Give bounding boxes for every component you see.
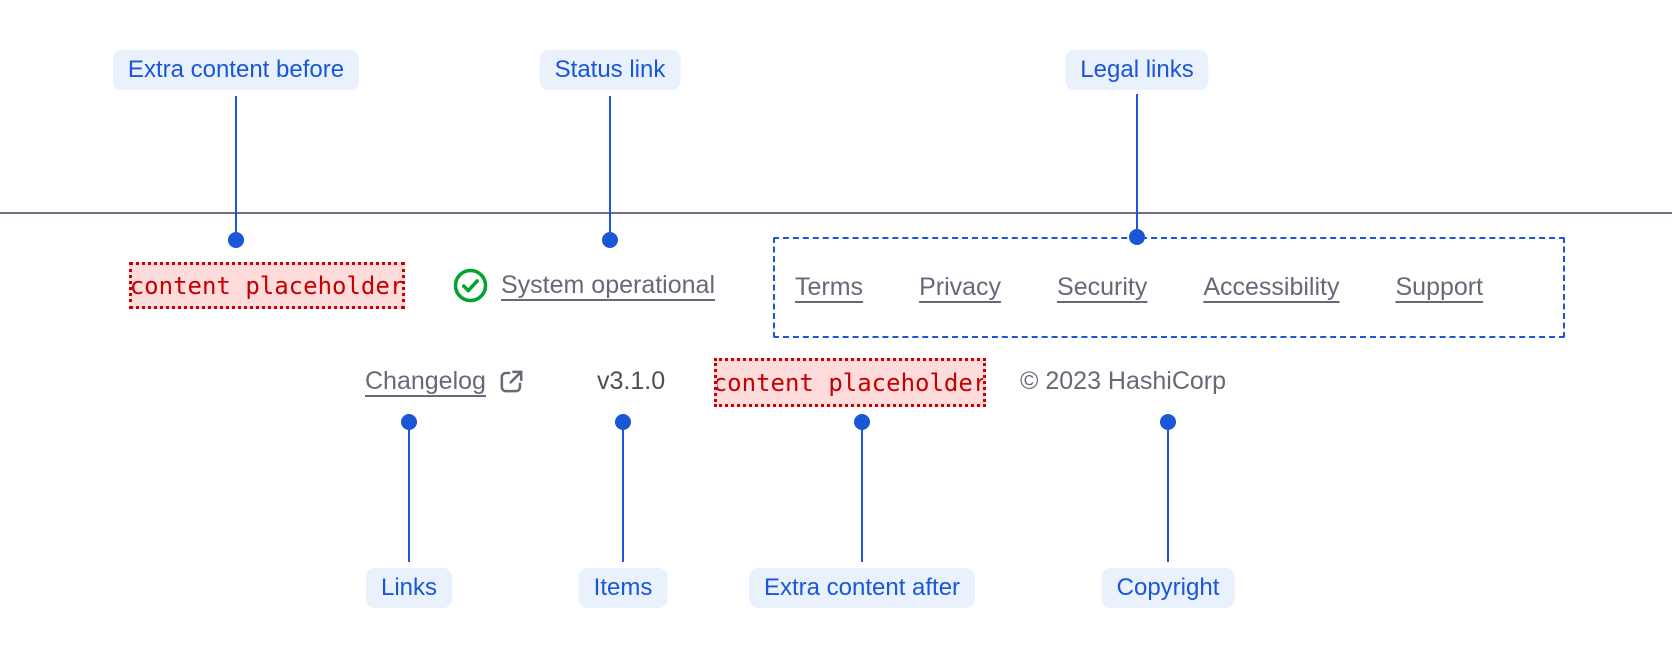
footer-version: v3.1.0 <box>597 367 666 395</box>
callout-line <box>1136 94 1138 229</box>
callout-dot <box>1129 229 1145 245</box>
status-link[interactable]: System operational <box>453 262 715 309</box>
callout-dot <box>228 232 244 248</box>
extra-content-before-placeholder: content placeholder <box>129 262 405 309</box>
legal-link-privacy[interactable]: Privacy <box>919 273 1002 301</box>
legal-link-security[interactable]: Security <box>1057 273 1148 301</box>
legal-link-support[interactable]: Support <box>1395 273 1484 301</box>
callout-label-legal-links: Legal links <box>1065 50 1209 90</box>
legal-links-container: Terms Privacy Security Accessibility Sup… <box>773 237 1565 338</box>
legal-link-terms[interactable]: Terms <box>795 273 864 301</box>
footer-top-divider <box>0 212 1672 214</box>
callout-line <box>1167 422 1169 562</box>
callout-line <box>609 96 611 232</box>
callout-label-links: Links <box>365 568 453 608</box>
callout-dot <box>602 232 618 248</box>
callout-label-extra-content-after: Extra content after <box>748 568 976 608</box>
callout-label-copyright: Copyright <box>1101 568 1235 608</box>
copyright-text: © 2023 HashiCorp <box>1020 367 1227 395</box>
callout-line <box>861 422 863 562</box>
callout-label-extra-content-before: Extra content before <box>112 50 360 90</box>
check-circle-icon <box>453 268 488 303</box>
footer-copyright: © 2023 HashiCorp <box>1020 358 1226 405</box>
extra-content-after-placeholder: content placeholder <box>714 358 986 407</box>
footer-link-changelog[interactable]: Changelog <box>365 358 526 405</box>
callout-line <box>408 422 410 562</box>
callout-label-items: Items <box>578 568 668 608</box>
external-link-icon <box>497 367 526 396</box>
status-link-label[interactable]: System operational <box>501 271 716 299</box>
callout-label-status-link: Status link <box>539 50 681 90</box>
callout-line <box>622 422 624 562</box>
legal-link-accessibility[interactable]: Accessibility <box>1203 273 1340 301</box>
callout-line <box>235 96 237 232</box>
changelog-link-label[interactable]: Changelog <box>365 367 486 395</box>
